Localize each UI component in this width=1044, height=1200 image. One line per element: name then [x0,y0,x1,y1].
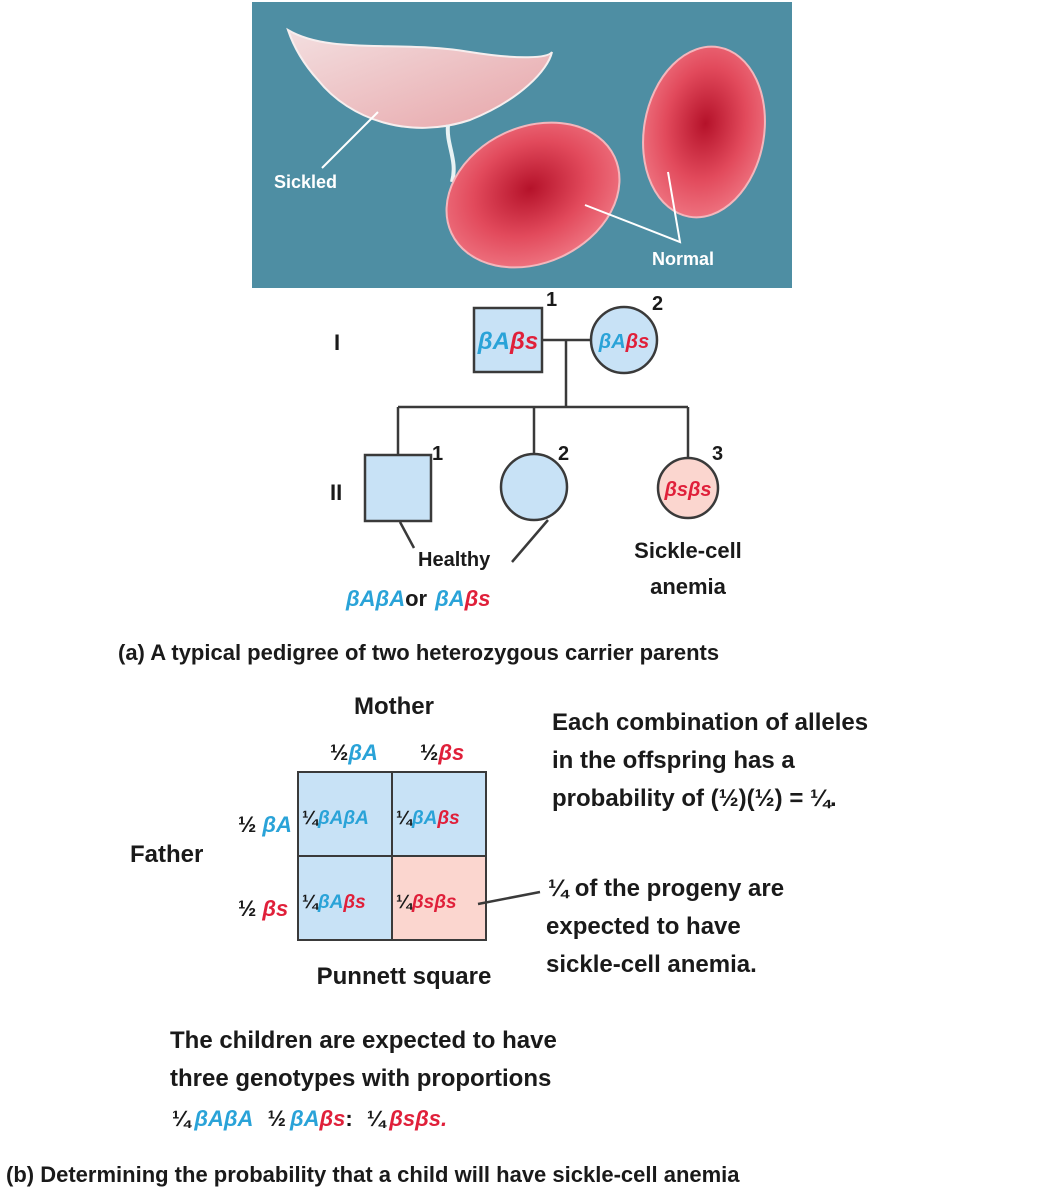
caption-a: (a) A typical pedigree of two heterozygo… [118,640,719,665]
affected-label-line2: anemia [650,574,727,599]
combination-note-line3: probability of (½)(½) = ¼. [552,785,837,812]
col-header-2: ½βs [420,740,464,765]
pedigree-ii2-number: 2 [558,443,569,465]
normal-pointer-lines [584,171,682,244]
father-label: Father [130,841,203,868]
summary-line1: The children are expected to have [170,1027,557,1054]
normal-cell-2 [642,45,766,219]
caption-b: (b) Determining the probability that a c… [6,1162,740,1187]
affected-label-line1: Sickle-cell [634,538,742,563]
pedigree-ii1-number: 1 [432,443,443,465]
pedigree-i2-circle [589,305,659,375]
generation-label-i: I [334,330,340,355]
combination-note: Each combination of alleles in the offsp… [552,709,868,812]
progeny-note-line3: sickle-cell anemia. [546,951,757,978]
sickled-cell-strand [445,124,456,183]
pedigree-i1-number: 1 [546,289,557,311]
pedigree-i1-square [472,306,544,374]
sickled-cell [286,27,553,129]
pedigree-ii3-circle [656,456,720,520]
pedigree-ii3-number: 3 [712,443,723,465]
generation-label-ii: II [330,480,342,505]
mother-label: Mother [354,693,434,720]
normal-cell-1 [445,121,621,269]
summary-line2: three genotypes with proportions [170,1065,551,1092]
pedigree-i1-genotype: βAβs [477,328,538,355]
micrograph: Sickled Normal [252,2,792,288]
progeny-pointer-line [477,890,541,906]
pedigree: I II βAβs 1 βAβs 2 1 2 βsβs 3 Healthy [330,289,742,611]
healthy-pointer-lines [398,519,549,563]
punnett-cell-ss [391,855,487,941]
pedigree-ii2-circle [499,452,569,522]
punnett-cell-as-bottom [297,855,393,941]
healthy-label: Healthy [418,549,491,571]
punnett-cell-aa [297,771,393,857]
punnett-title: Punnett square [317,963,492,990]
combination-note-line1: Each combination of alleles [552,709,868,736]
pedigree-i2-number: 2 [652,293,663,315]
combination-note-line2: in the offspring has a [552,747,795,774]
pedigree-ii1-square [363,453,433,523]
sickled-pointer-line [321,111,379,169]
progeny-note: ¼ of the progeny are expected to have si… [546,875,784,978]
punnett-cell-aa-text: ¼βAβA [302,808,369,829]
col-header-1: ½βA [330,740,378,765]
normal-label: Normal [652,249,714,269]
pedigree-i2-genotype: βAβs [598,331,649,353]
progeny-note-line1: ¼ of the progeny are [548,875,784,902]
punnett-cell-as-top-text: ¼βAβs [396,808,460,829]
pedigree-ii3-genotype: βsβs [663,479,711,501]
sickled-label: Sickled [274,172,337,192]
punnett-cell-as-bottom-text: ¼βAβs [302,892,366,913]
punnett-cell-ss-text: ¼βsβs [396,892,457,913]
summary: The children are expected to have three … [170,1027,557,1131]
progeny-note-line2: expected to have [546,913,741,940]
